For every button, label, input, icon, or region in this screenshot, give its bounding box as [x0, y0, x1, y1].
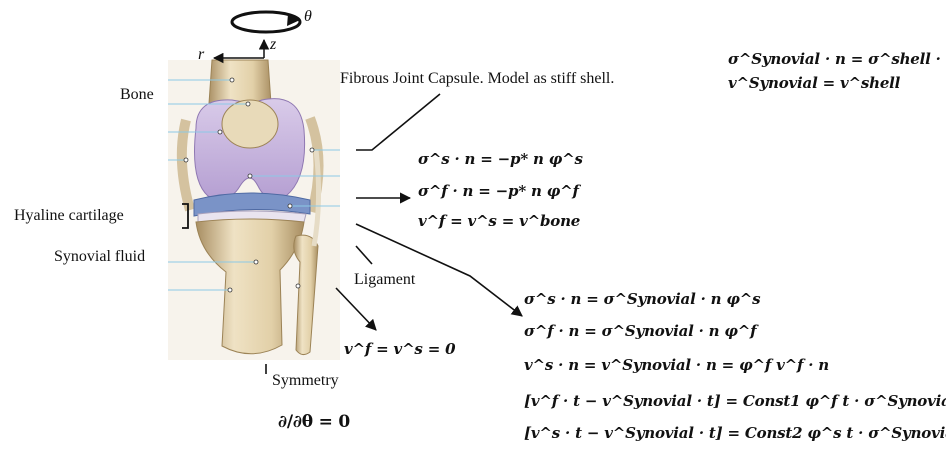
- theta-axis-label: θ: [304, 8, 312, 26]
- ligament-label: Ligament: [354, 271, 415, 289]
- symmetry-eq-velocity: v^f = v^s = 0: [344, 340, 455, 358]
- synovial-eq-fluid-stress: σ^f · n = σ^Synovial · n φ^f: [524, 322, 756, 340]
- cartilage-eq-fluid-stress: σ^f · n = −p* n φ^f: [418, 182, 579, 200]
- cartilage-eq-velocity: v^f = v^s = v^bone: [418, 212, 580, 230]
- synovial-eq-solid-slip: [v^s · t − v^Synovial · t] = Const2 φ^s …: [524, 424, 946, 442]
- symmetry-eq-derivative: ∂/∂θ = 0: [278, 412, 350, 432]
- shell-eq-stress: σ^Synovial · n = σ^shell · n: [728, 50, 946, 68]
- synovial-eq-normal-velocity: v^s · n = v^Synovial · n = φ^f v^f · n: [524, 356, 829, 374]
- cartilage-eq-solid-stress: σ^s · n = −p* n φ^s: [418, 150, 583, 168]
- synovial-eq-solid-stress: σ^s · n = σ^Synovial · n φ^s: [524, 290, 760, 308]
- capsule-label: Fibrous Joint Capsule. Model as stiff sh…: [340, 70, 614, 88]
- symmetry-label: Symmetry: [272, 372, 339, 390]
- patella: [222, 100, 278, 148]
- r-axis-label: r: [198, 46, 204, 64]
- bone-label: Bone: [120, 86, 154, 104]
- z-axis-label: z: [270, 36, 276, 54]
- synovial-eq-fluid-slip: [v^f · t − v^Synovial · t] = Const1 φ^f …: [524, 392, 946, 410]
- shell-eq-velocity: v^Synovial = v^shell: [728, 74, 900, 92]
- synovial-fluid-label: Synovial fluid: [54, 248, 145, 266]
- hyaline-cartilage-label: Hyaline cartilage: [14, 207, 124, 225]
